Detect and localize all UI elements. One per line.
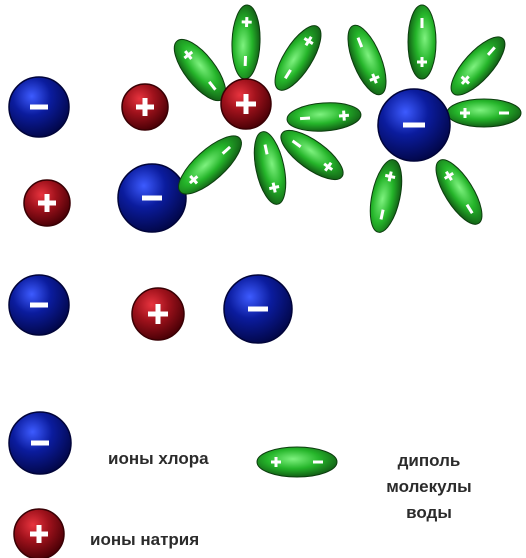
minus-sign-icon — [248, 306, 268, 312]
water-dipole — [446, 98, 522, 128]
water-dipole — [253, 131, 287, 205]
legend-dipole-label: диполь молекулы воды — [354, 448, 504, 526]
anion-2 — [117, 163, 187, 233]
water-dipole — [450, 36, 506, 96]
hydrated-anion — [347, 4, 522, 233]
water-dipole — [286, 102, 362, 132]
minus-sign-icon — [30, 104, 48, 110]
legend-dipole-icon — [256, 446, 338, 478]
cation-3 — [131, 287, 185, 341]
water-dipole — [435, 159, 483, 225]
cation-1 — [121, 83, 169, 131]
legend-anion-icon — [8, 411, 72, 475]
legend-sodium-label: ионы натрия — [90, 530, 200, 549]
anion-4 — [223, 274, 293, 344]
water-dipole — [178, 135, 242, 195]
minus-sign-icon — [30, 302, 48, 308]
water-dipole — [407, 4, 437, 80]
anion-hydrated — [377, 88, 451, 162]
water-dipole — [347, 24, 387, 96]
hydrated-cation — [173, 4, 362, 205]
cation-2 — [23, 179, 71, 227]
anion-3 — [8, 274, 70, 336]
minus-sign-icon — [142, 195, 162, 201]
legend-chlorine-label: ионы хлора — [108, 449, 209, 468]
water-dipole — [173, 38, 227, 102]
water-dipole — [280, 129, 344, 181]
dipole-label-line: диполь — [397, 451, 461, 470]
anion-1 — [8, 76, 70, 138]
water-dipole — [274, 25, 322, 91]
legend-cation-icon — [13, 508, 65, 558]
water-dipole — [369, 159, 403, 233]
dipole-label-line: воды — [406, 503, 452, 522]
dipole-label-line: молекулы — [386, 477, 472, 496]
cation-hydrated — [220, 78, 272, 130]
water-dipole — [231, 4, 261, 80]
minus-sign-icon — [403, 122, 425, 128]
